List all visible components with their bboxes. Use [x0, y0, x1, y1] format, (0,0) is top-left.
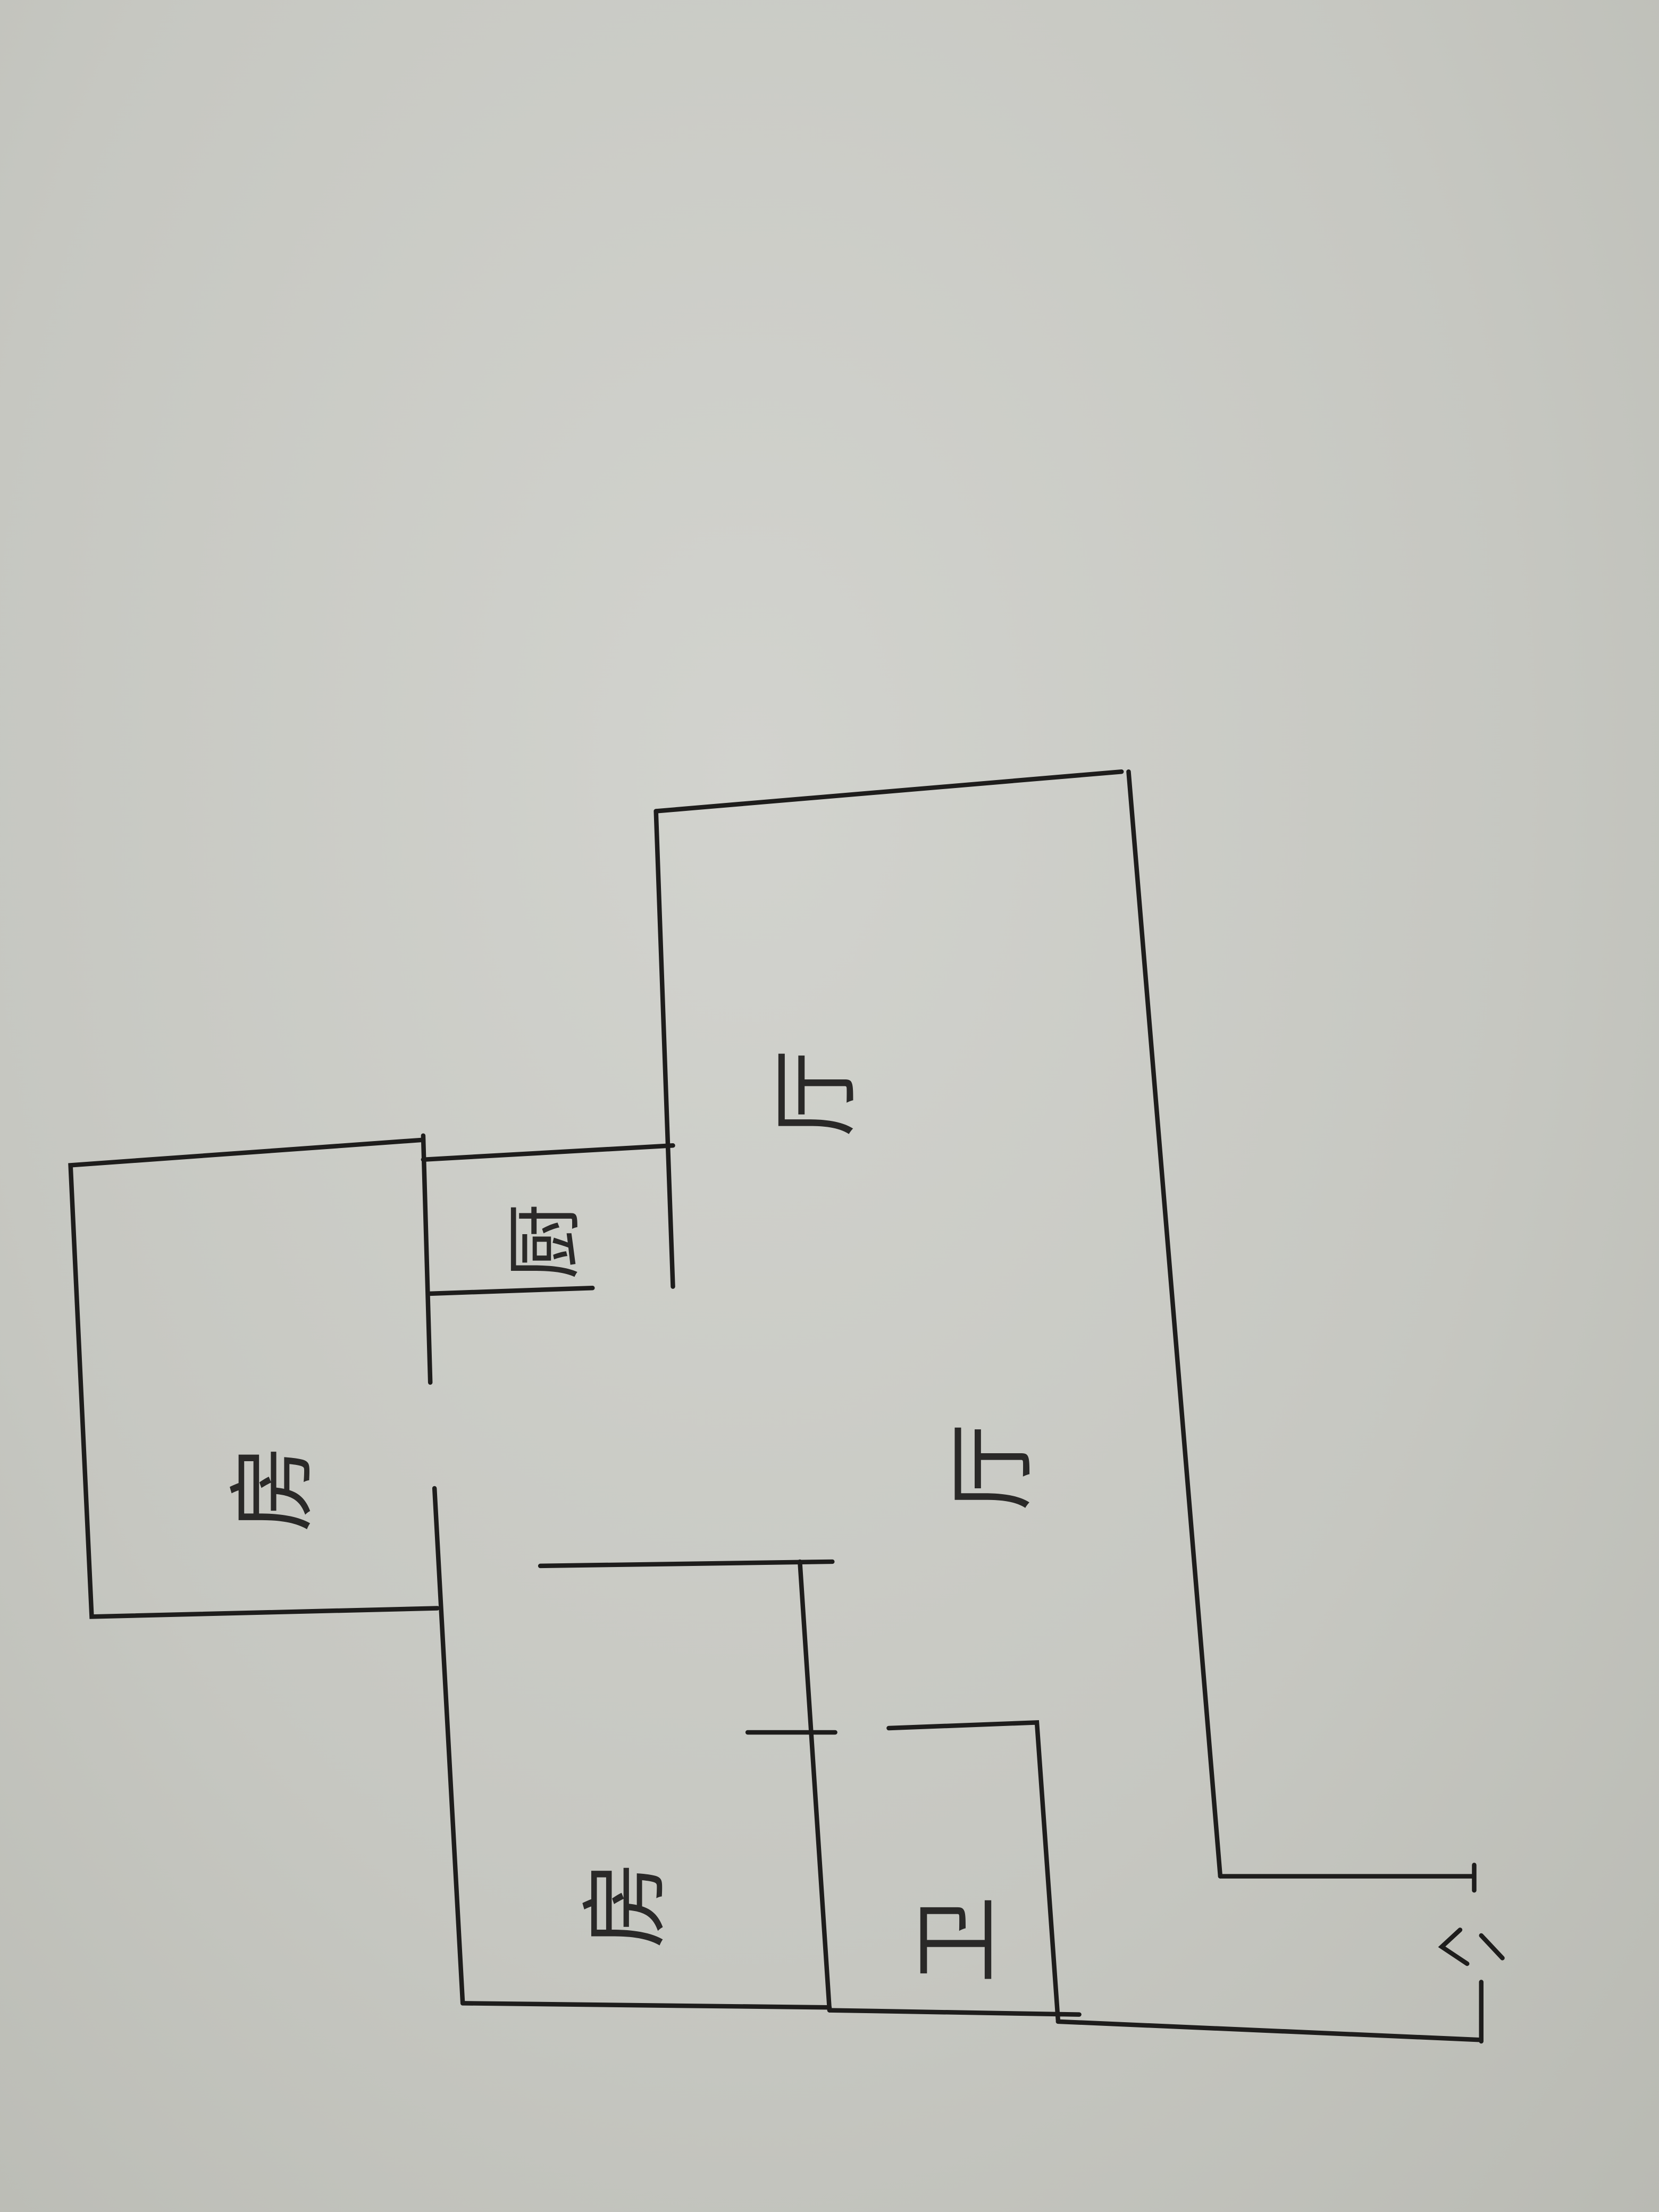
room-label-bedroom-1: 房: [222, 1445, 324, 1532]
room-label-bathroom: 卫: [906, 1896, 1008, 1983]
bathroom-walls: [827, 1720, 1082, 2023]
entrance-upper-wall: [1218, 1863, 1477, 1893]
living-right-wall: [1126, 769, 1223, 1879]
kitchen-left-wall: [421, 1133, 433, 1385]
room-label-living-upper: 厅: [765, 1050, 867, 1137]
living-top-wall: [653, 769, 1124, 814]
bedroom2-left-wall: [432, 1486, 465, 2006]
bedroom1-walls: [68, 1137, 440, 1619]
kitchen-top-wall: [421, 1143, 675, 1162]
room-label-bedroom-2: 房: [575, 1861, 677, 1948]
walls: [68, 769, 1484, 2044]
entrance-arrow-text: ←: [0, 0, 2, 1]
bedroom2-right-wall: [745, 1559, 837, 2013]
entrance-lower-wall: [1055, 1980, 1484, 2044]
entrance-arrow-icon: [1438, 1928, 1505, 1966]
room-label-kitchen: 厨: [500, 1203, 589, 1279]
room-label-living-lower: 厅: [941, 1423, 1043, 1511]
bedroom2-bottom-wall: [460, 2001, 832, 2010]
bedroom2-top-wall: [538, 1559, 835, 1569]
living-left-wall: [653, 809, 675, 1289]
kitchen-bottom-wall: [428, 1286, 595, 1296]
